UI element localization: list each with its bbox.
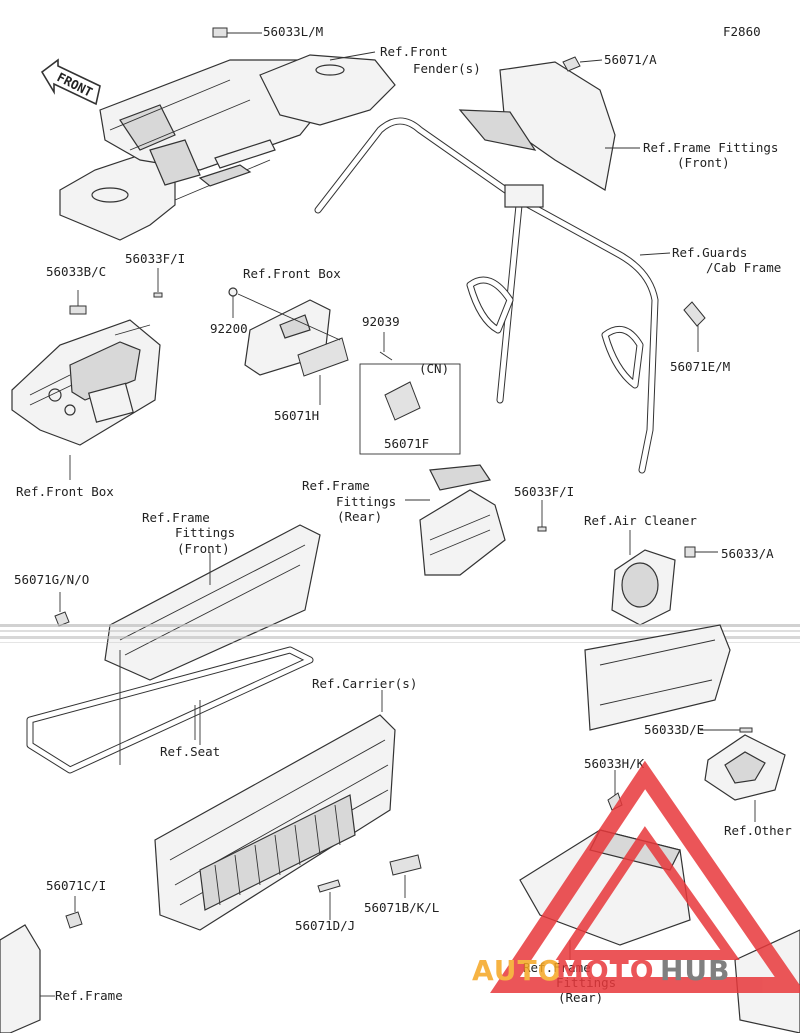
label-text-cn: (CN) bbox=[419, 361, 449, 376]
label-text-92039: 92039 bbox=[362, 314, 400, 329]
label-text-ref-frame-fittings-front-mid-2: Fittings bbox=[175, 525, 235, 540]
label-text-56033BC: 56033B/C bbox=[46, 264, 106, 279]
front-direction-arrow: FRONT bbox=[40, 58, 101, 106]
label-56071A bbox=[562, 56, 581, 72]
front-fender-assembly bbox=[59, 27, 396, 241]
label-text-56033FI-top: 56033F/I bbox=[125, 251, 185, 266]
label-text-ref-frame-fittings-front-mid-3: (Front) bbox=[177, 541, 230, 556]
label-text-56071A: 56071/A bbox=[604, 52, 657, 67]
label-text-ref-carriers: Ref.Carrier(s) bbox=[312, 676, 417, 691]
torn-edge bbox=[0, 624, 800, 643]
label-text-ref-seat: Ref.Seat bbox=[160, 744, 220, 759]
callout-labels: F2860 56033L/M Ref.Front Fender(s) 56071… bbox=[14, 24, 792, 1005]
label-text-56071BKL: 56071B/K/L bbox=[364, 900, 439, 915]
rear-panel-right bbox=[584, 624, 731, 731]
label-text-ref-front-box-bottom: Ref.Front Box bbox=[16, 484, 114, 499]
label-56071CI bbox=[65, 911, 83, 929]
label-56033LM bbox=[212, 27, 228, 38]
front-box-lid bbox=[228, 287, 461, 455]
label-text-ref-front-box-top: Ref.Front Box bbox=[243, 266, 341, 281]
label-text-ref-guards-1: Ref.Guards bbox=[672, 245, 747, 260]
frame-fittings-rear-mid bbox=[419, 464, 547, 576]
cab-frame bbox=[314, 56, 706, 474]
label-text-92200: 92200 bbox=[210, 321, 248, 336]
label-text-ref-front-fender-1: Ref.Front bbox=[380, 44, 448, 59]
front-box-dashboard bbox=[11, 292, 163, 480]
watermark-moto: MOTO bbox=[556, 954, 655, 987]
label-text-56033HK: 56033H/K bbox=[584, 756, 645, 771]
label-text-ref-front-fender-2: Fender(s) bbox=[413, 61, 481, 76]
label-text-ref-frame-bottom: Ref.Frame bbox=[55, 988, 123, 1003]
label-text-ref-frame-fittings-rear-2: Fittings bbox=[336, 494, 396, 509]
label-text-ref-frame-fittings-rear-1: Ref.Frame bbox=[302, 478, 370, 493]
label-text-ref-air-cleaner: Ref.Air Cleaner bbox=[584, 513, 697, 528]
label-56033FI-mid bbox=[537, 526, 547, 532]
label-56033DE bbox=[739, 727, 753, 733]
label-text-56071CI: 56071C/I bbox=[46, 878, 106, 893]
label-text-56071EM: 56071E/M bbox=[670, 359, 730, 374]
label-text-56033LM: 56033L/M bbox=[263, 24, 323, 39]
label-56071EM bbox=[683, 301, 706, 327]
label-text-56033A: 56033/A bbox=[721, 546, 774, 561]
label-56033FI-top bbox=[153, 292, 163, 298]
frame-fittings-front-mid bbox=[54, 524, 321, 681]
label-text-ref-frame-fittings-front-2: (Front) bbox=[677, 155, 730, 170]
other-part bbox=[704, 727, 786, 801]
label-text-56033DE: 56033D/E bbox=[644, 722, 704, 737]
automotohub-watermark: AUTO MOTO HUB bbox=[472, 760, 800, 993]
label-text-ref-guards-2: /Cab Frame bbox=[706, 260, 781, 275]
watermark-hub: HUB bbox=[660, 954, 731, 987]
label-text-ref-other: Ref.Other bbox=[724, 823, 792, 838]
carrier-tailgate bbox=[154, 714, 422, 931]
label-text-56071F: 56071F bbox=[384, 436, 429, 451]
label-text-56071GNO: 56071G/N/O bbox=[14, 572, 89, 587]
air-cleaner bbox=[611, 546, 696, 626]
label-text-ref-frame-fittings-front-mid-1: Ref.Frame bbox=[142, 510, 210, 525]
label-text-ref-frame-fittings-front-1: Ref.Frame Fittings bbox=[643, 140, 778, 155]
label-text-56071H: 56071H bbox=[274, 408, 319, 423]
label-56071H bbox=[297, 337, 349, 377]
label-text-56033FI-mid: 56033F/I bbox=[514, 484, 574, 499]
label-56071DJ bbox=[317, 879, 341, 893]
diagram-code: F2860 bbox=[723, 24, 761, 39]
label-text-ref-frame-fittings-rear-3: (Rear) bbox=[337, 509, 382, 524]
cn-box bbox=[359, 363, 461, 455]
frame-bottom-left bbox=[0, 911, 83, 1033]
label-text-56071DJ: 56071D/J bbox=[295, 918, 355, 933]
label-text-ref-frame-fittings-rear-bottom-1: Ref.Frame bbox=[523, 960, 591, 975]
watermark-auto: AUTO bbox=[472, 954, 562, 987]
seat-frame bbox=[26, 646, 314, 774]
label-56033BC bbox=[69, 305, 87, 315]
label-56071GNO bbox=[54, 611, 70, 627]
label-56033A bbox=[684, 546, 696, 558]
label-56071BKL bbox=[389, 854, 422, 876]
label-56071F bbox=[384, 381, 421, 421]
label-text-ref-frame-fittings-rear-bottom-3: (Rear) bbox=[558, 990, 603, 1005]
